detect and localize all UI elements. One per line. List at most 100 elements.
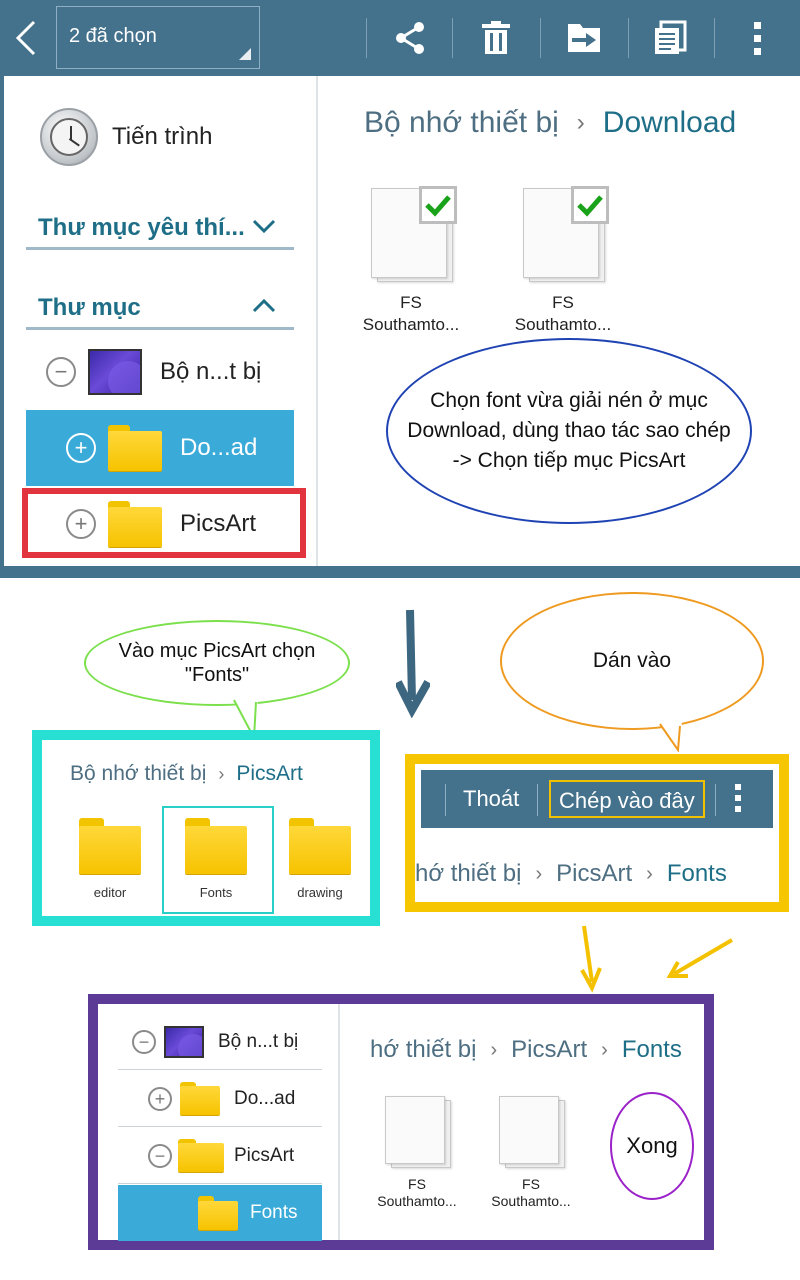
- paste-here-button[interactable]: Chép vào đây: [549, 780, 705, 818]
- share-button[interactable]: [386, 14, 434, 62]
- move-button[interactable]: [560, 14, 608, 62]
- result-panel: − Bộ n...t bị + Do...ad − PicsArt Fonts …: [88, 994, 714, 1250]
- folder-label: Fonts: [199, 885, 233, 900]
- tree-item-device-storage[interactable]: − Bộ n...t bị: [26, 334, 294, 410]
- collapse-icon[interactable]: −: [132, 1029, 156, 1054]
- collapse-icon[interactable]: −: [148, 1143, 172, 1168]
- folder-item-drawing[interactable]: drawing: [270, 818, 370, 900]
- breadcrumb-separator-icon: ›: [218, 763, 225, 784]
- paste-here-panel: Thoát Chép vào đây hớ thiết bị › PicsArt…: [405, 754, 789, 912]
- folder-item-editor[interactable]: editor: [60, 818, 160, 900]
- breadcrumb-current[interactable]: PicsArt: [236, 762, 303, 785]
- breadcrumb-middle[interactable]: PicsArt: [556, 860, 633, 887]
- folder-icon: [79, 818, 141, 874]
- breadcrumb-current[interactable]: Fonts: [666, 860, 727, 887]
- folders-title: Thư mục: [38, 294, 141, 321]
- divider: [445, 784, 446, 816]
- checkbox-checked-icon[interactable]: [419, 186, 457, 224]
- file-name: FS: [408, 1176, 426, 1192]
- breadcrumb: hớ thiết bị › PicsArt › Fonts: [370, 1036, 682, 1064]
- navigation-pane: Tiến trình Thư mục yêu thí... Thư mục − …: [4, 76, 318, 566]
- breadcrumb-current[interactable]: Fonts: [621, 1036, 682, 1063]
- more-vertical-icon[interactable]: [733, 782, 743, 814]
- checkbox-checked-icon[interactable]: [571, 186, 609, 224]
- device-storage-icon: [88, 349, 142, 395]
- folders-section-header[interactable]: Thư mục: [26, 286, 294, 330]
- breadcrumb-root[interactable]: hớ thiết bị: [370, 1036, 477, 1063]
- move-folder-icon: [568, 24, 600, 52]
- tree-item-device-storage[interactable]: − Bộ n...t bị: [118, 1014, 322, 1070]
- tree-item-label: PicsArt: [180, 510, 257, 537]
- exit-button[interactable]: Thoát: [463, 786, 520, 811]
- share-icon: [396, 22, 424, 54]
- folder-icon: [185, 818, 247, 874]
- file-document-icon: [385, 1096, 451, 1168]
- breadcrumb-separator-icon: ›: [646, 862, 653, 885]
- fonts-selection-frame: [162, 806, 274, 914]
- favorites-section-header[interactable]: Thư mục yêu thí...: [26, 206, 294, 250]
- breadcrumb-root[interactable]: hớ thiết bị: [415, 860, 522, 887]
- red-highlight-frame: [22, 488, 306, 558]
- file-name: FS: [552, 293, 574, 312]
- folder-icon: [289, 818, 351, 874]
- divider: [537, 784, 538, 816]
- tree-item-label: Do...ad: [234, 1087, 296, 1109]
- divider: [714, 18, 715, 58]
- tree-item-download[interactable]: + Do...ad: [118, 1071, 322, 1127]
- history-item[interactable]: Tiến trình: [40, 108, 213, 166]
- instruction-callout-blue: Chọn font vừa giải nén ở mục Download, d…: [386, 338, 752, 524]
- top-screenshot: 2 đã chọn Tiến trình: [0, 0, 800, 578]
- breadcrumb-current[interactable]: Download: [602, 106, 737, 139]
- down-arrow-icon: [396, 609, 430, 718]
- folder-icon: [198, 1196, 238, 1230]
- action-bar: 2 đã chọn: [0, 0, 800, 76]
- back-button[interactable]: [8, 14, 44, 62]
- instruction-text: Chọn font vừa giải nén ở mục Download, d…: [407, 389, 731, 472]
- callout-pointer-icon: [658, 722, 682, 752]
- folder-label: drawing: [297, 885, 343, 900]
- delete-button[interactable]: [472, 14, 520, 62]
- expand-icon[interactable]: +: [66, 433, 96, 463]
- selection-dropdown[interactable]: 2 đã chọn: [56, 6, 260, 69]
- breadcrumb: Bộ nhớ thiết bị › Download: [364, 106, 736, 140]
- details-document-icon: [655, 20, 687, 54]
- folder-item-fonts[interactable]: Fonts: [166, 818, 266, 900]
- file-manager-content: Tiến trình Thư mục yêu thí... Thư mục − …: [4, 76, 800, 566]
- back-arrow-icon: [15, 20, 36, 56]
- clock-icon: [40, 108, 98, 166]
- chevron-up-icon: [252, 298, 276, 313]
- breadcrumb-middle[interactable]: PicsArt: [511, 1036, 588, 1063]
- file-name: Southamto...: [362, 315, 460, 334]
- file-name: Southamto...: [377, 1193, 457, 1209]
- file-document-icon: [499, 1096, 565, 1168]
- done-callout: Xong: [610, 1092, 694, 1200]
- trash-icon: [482, 21, 510, 54]
- breadcrumb-root[interactable]: Bộ nhớ thiết bị: [364, 106, 559, 139]
- details-button[interactable]: [646, 14, 694, 62]
- breadcrumb: hớ thiết bị › PicsArt › Fonts: [415, 860, 727, 888]
- folder-icon: [108, 425, 162, 471]
- breadcrumb-separator-icon: ›: [576, 109, 585, 136]
- instruction-text: Vào mục PicsArt chọn "Fonts": [118, 640, 316, 686]
- more-options-button[interactable]: [734, 14, 782, 62]
- collapse-icon[interactable]: −: [46, 357, 76, 387]
- file-name: FS: [522, 1176, 540, 1192]
- tree-item-picsart[interactable]: − PicsArt: [118, 1128, 322, 1184]
- tree-item-fonts[interactable]: Fonts: [118, 1185, 322, 1241]
- divider: [715, 784, 716, 816]
- divider: [452, 18, 453, 58]
- folder-label: editor: [93, 885, 127, 900]
- breadcrumb-separator-icon: ›: [490, 1038, 498, 1061]
- tree-item-download[interactable]: + Do...ad: [26, 410, 294, 486]
- expand-icon[interactable]: +: [148, 1086, 172, 1111]
- breadcrumb: Bộ nhớ thiết bị › PicsArt: [70, 762, 303, 786]
- chevron-down-icon: [252, 219, 276, 234]
- expand-icon[interactable]: +: [66, 509, 96, 539]
- breadcrumb-root[interactable]: Bộ nhớ thiết bị: [70, 762, 207, 785]
- tree-item-picsart[interactable]: + PicsArt: [26, 486, 294, 562]
